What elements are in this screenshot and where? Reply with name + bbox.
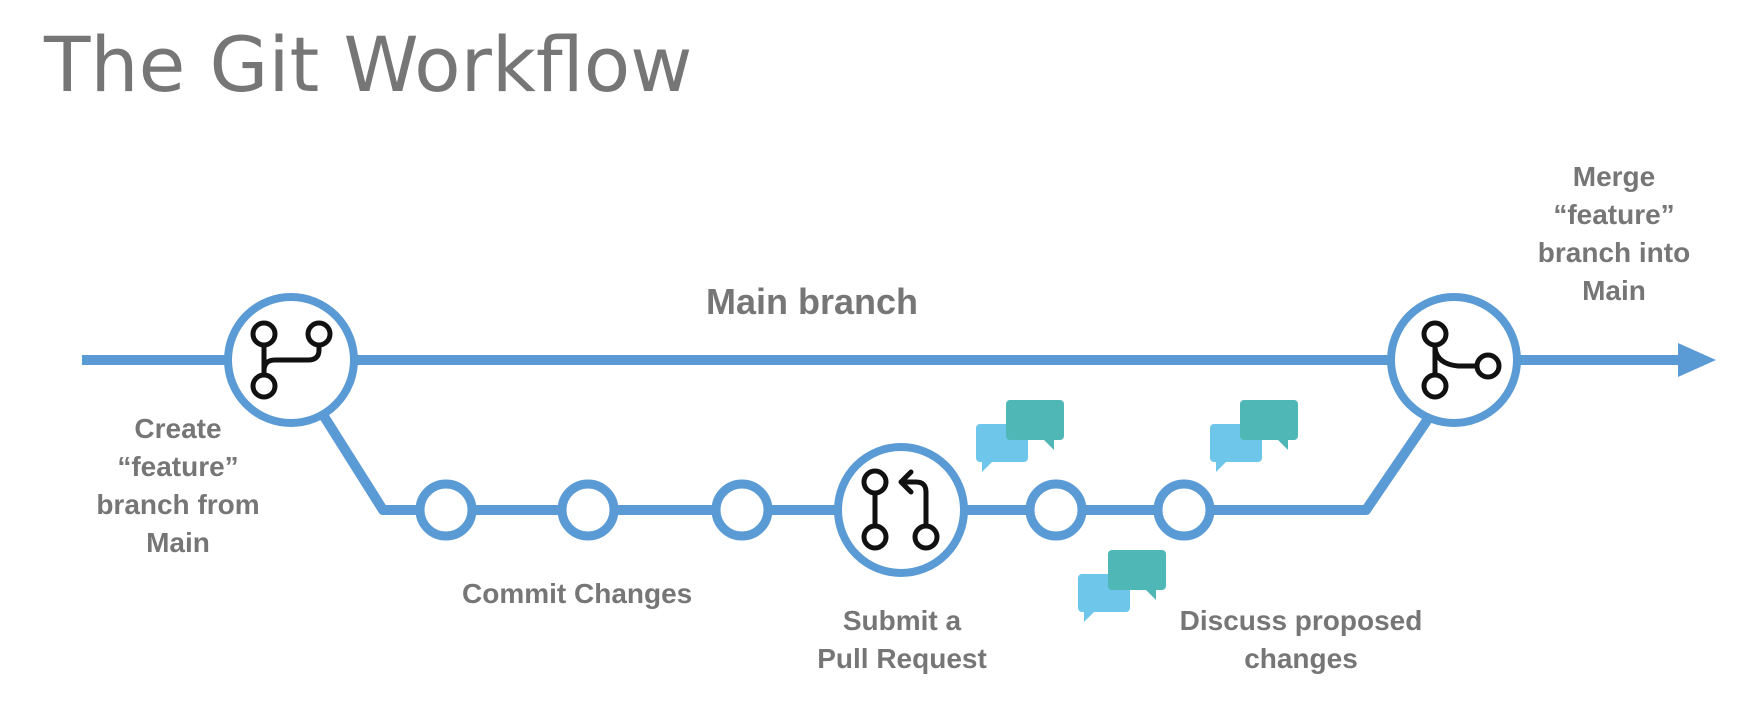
git-merge-icon [1387,293,1521,427]
merge-branch-label-line: branch into [1537,237,1691,268]
commit-node [557,479,619,541]
commit-changes-label: Commit Changes [462,578,693,609]
create-branch-label-line: Create [134,413,222,444]
pull-request-label: Submit a Pull Request [800,602,1004,678]
merge-branch-label-line: “feature” [1553,199,1675,230]
main-branch-label: Main branch [706,281,919,322]
merge-branch-label-line: Merge [1572,161,1656,192]
commit-node [711,479,773,541]
speech-bubbles-icon [976,400,1064,472]
commit-node [1153,479,1215,541]
commit-node [415,479,477,541]
merge-branch-label-line: Main [1582,275,1646,306]
discuss-changes-label-line: changes [1244,643,1358,674]
pull-request-label-line: Submit a [842,605,962,636]
speech-bubbles-icon [1210,400,1298,472]
commit-node [1025,479,1087,541]
create-branch-label-line: Main [146,527,210,558]
page-title: The Git Workflow [44,20,693,109]
git-branch-icon [224,293,358,427]
create-branch-label: Create “feature” branch from Main [78,410,278,562]
discuss-changes-label: Discuss proposed changes [1166,602,1436,678]
speech-bubbles-icon [1078,550,1166,622]
pull-request-label-line: Pull Request [817,643,987,674]
merge-branch-label: Merge “feature” branch into Main [1514,158,1714,310]
discuss-changes-label-line: Discuss proposed [1179,605,1423,636]
create-branch-label-line: branch from [96,489,260,520]
git-pull-request-icon [834,443,968,577]
create-branch-label-line: “feature” [117,451,239,482]
